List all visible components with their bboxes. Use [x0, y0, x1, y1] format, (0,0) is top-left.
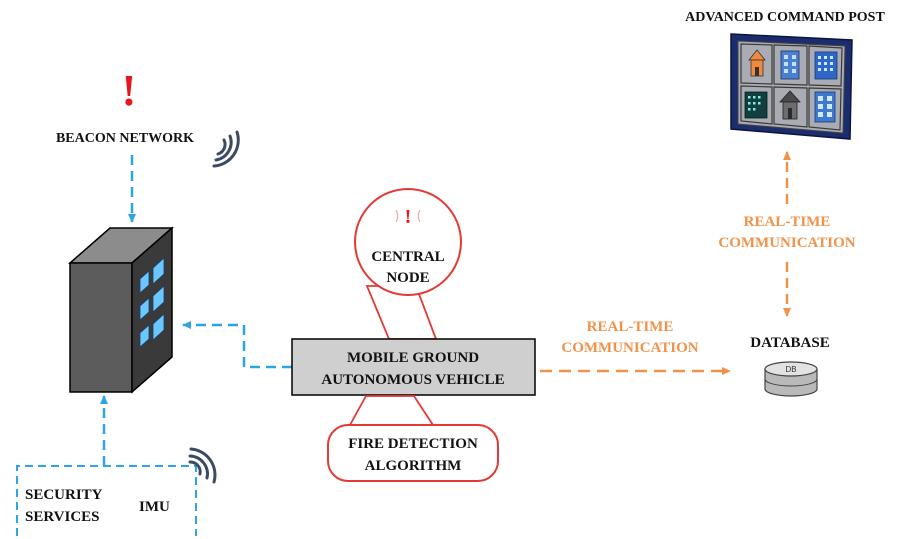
building-windows — [139, 257, 165, 348]
house-gray-icon — [779, 90, 801, 120]
security-label-line2: SERVICES — [25, 509, 100, 525]
central-node-alert-icon: ! — [405, 206, 412, 228]
fire-detection-label-line1: FIRE DETECTION — [348, 436, 478, 452]
database-label: DATABASE — [750, 335, 829, 351]
central-node-signal-icon — [395, 209, 421, 223]
wifi-signal-icon — [212, 130, 240, 168]
vehicle-to-building-arrow — [182, 321, 292, 369]
beacon-alert-icon: ! — [122, 66, 137, 115]
vehicle-label-line2: AUTONOMOUS VEHICLE — [321, 372, 504, 388]
beacon-network-label: BEACON NETWORK — [56, 131, 194, 146]
comm-right-label-line1: REAL-TIME — [587, 319, 674, 335]
dark-panel-icon — [744, 91, 768, 119]
building-tile-right-icon — [814, 91, 836, 123]
database-badge: DB — [785, 365, 796, 374]
central-node-circle — [354, 188, 462, 296]
imu-label: IMU — [139, 499, 170, 515]
central-node-label-line2: NODE — [386, 270, 429, 286]
monitor-icon — [730, 33, 853, 140]
security-label-line1: SECURITY — [25, 487, 103, 503]
comm-up-label-line1: REAL-TIME — [744, 214, 831, 230]
house-icon — [748, 49, 766, 77]
vehicle-box — [291, 338, 536, 396]
building-icon — [68, 226, 174, 394]
building-tile-icon — [780, 50, 800, 80]
vehicle-label-line1: MOBILE GROUND — [347, 350, 479, 366]
security-services-box — [16, 465, 197, 536]
fire-detection-box — [327, 424, 499, 482]
central-node-label-line1: CENTRAL — [371, 249, 444, 265]
fire-detection-label-line2: ALGORITHM — [365, 458, 462, 474]
grid-panel-icon — [814, 51, 838, 80]
fire-detection-connector — [348, 395, 435, 426]
imu-wifi-signal-icon — [188, 447, 217, 484]
command-post-label: ADVANCED COMMAND POST — [685, 10, 885, 25]
comm-up-label-line2: COMMUNICATION — [718, 235, 855, 251]
comm-right-label-line2: COMMUNICATION — [561, 340, 698, 356]
database-icon: DB — [764, 361, 818, 397]
